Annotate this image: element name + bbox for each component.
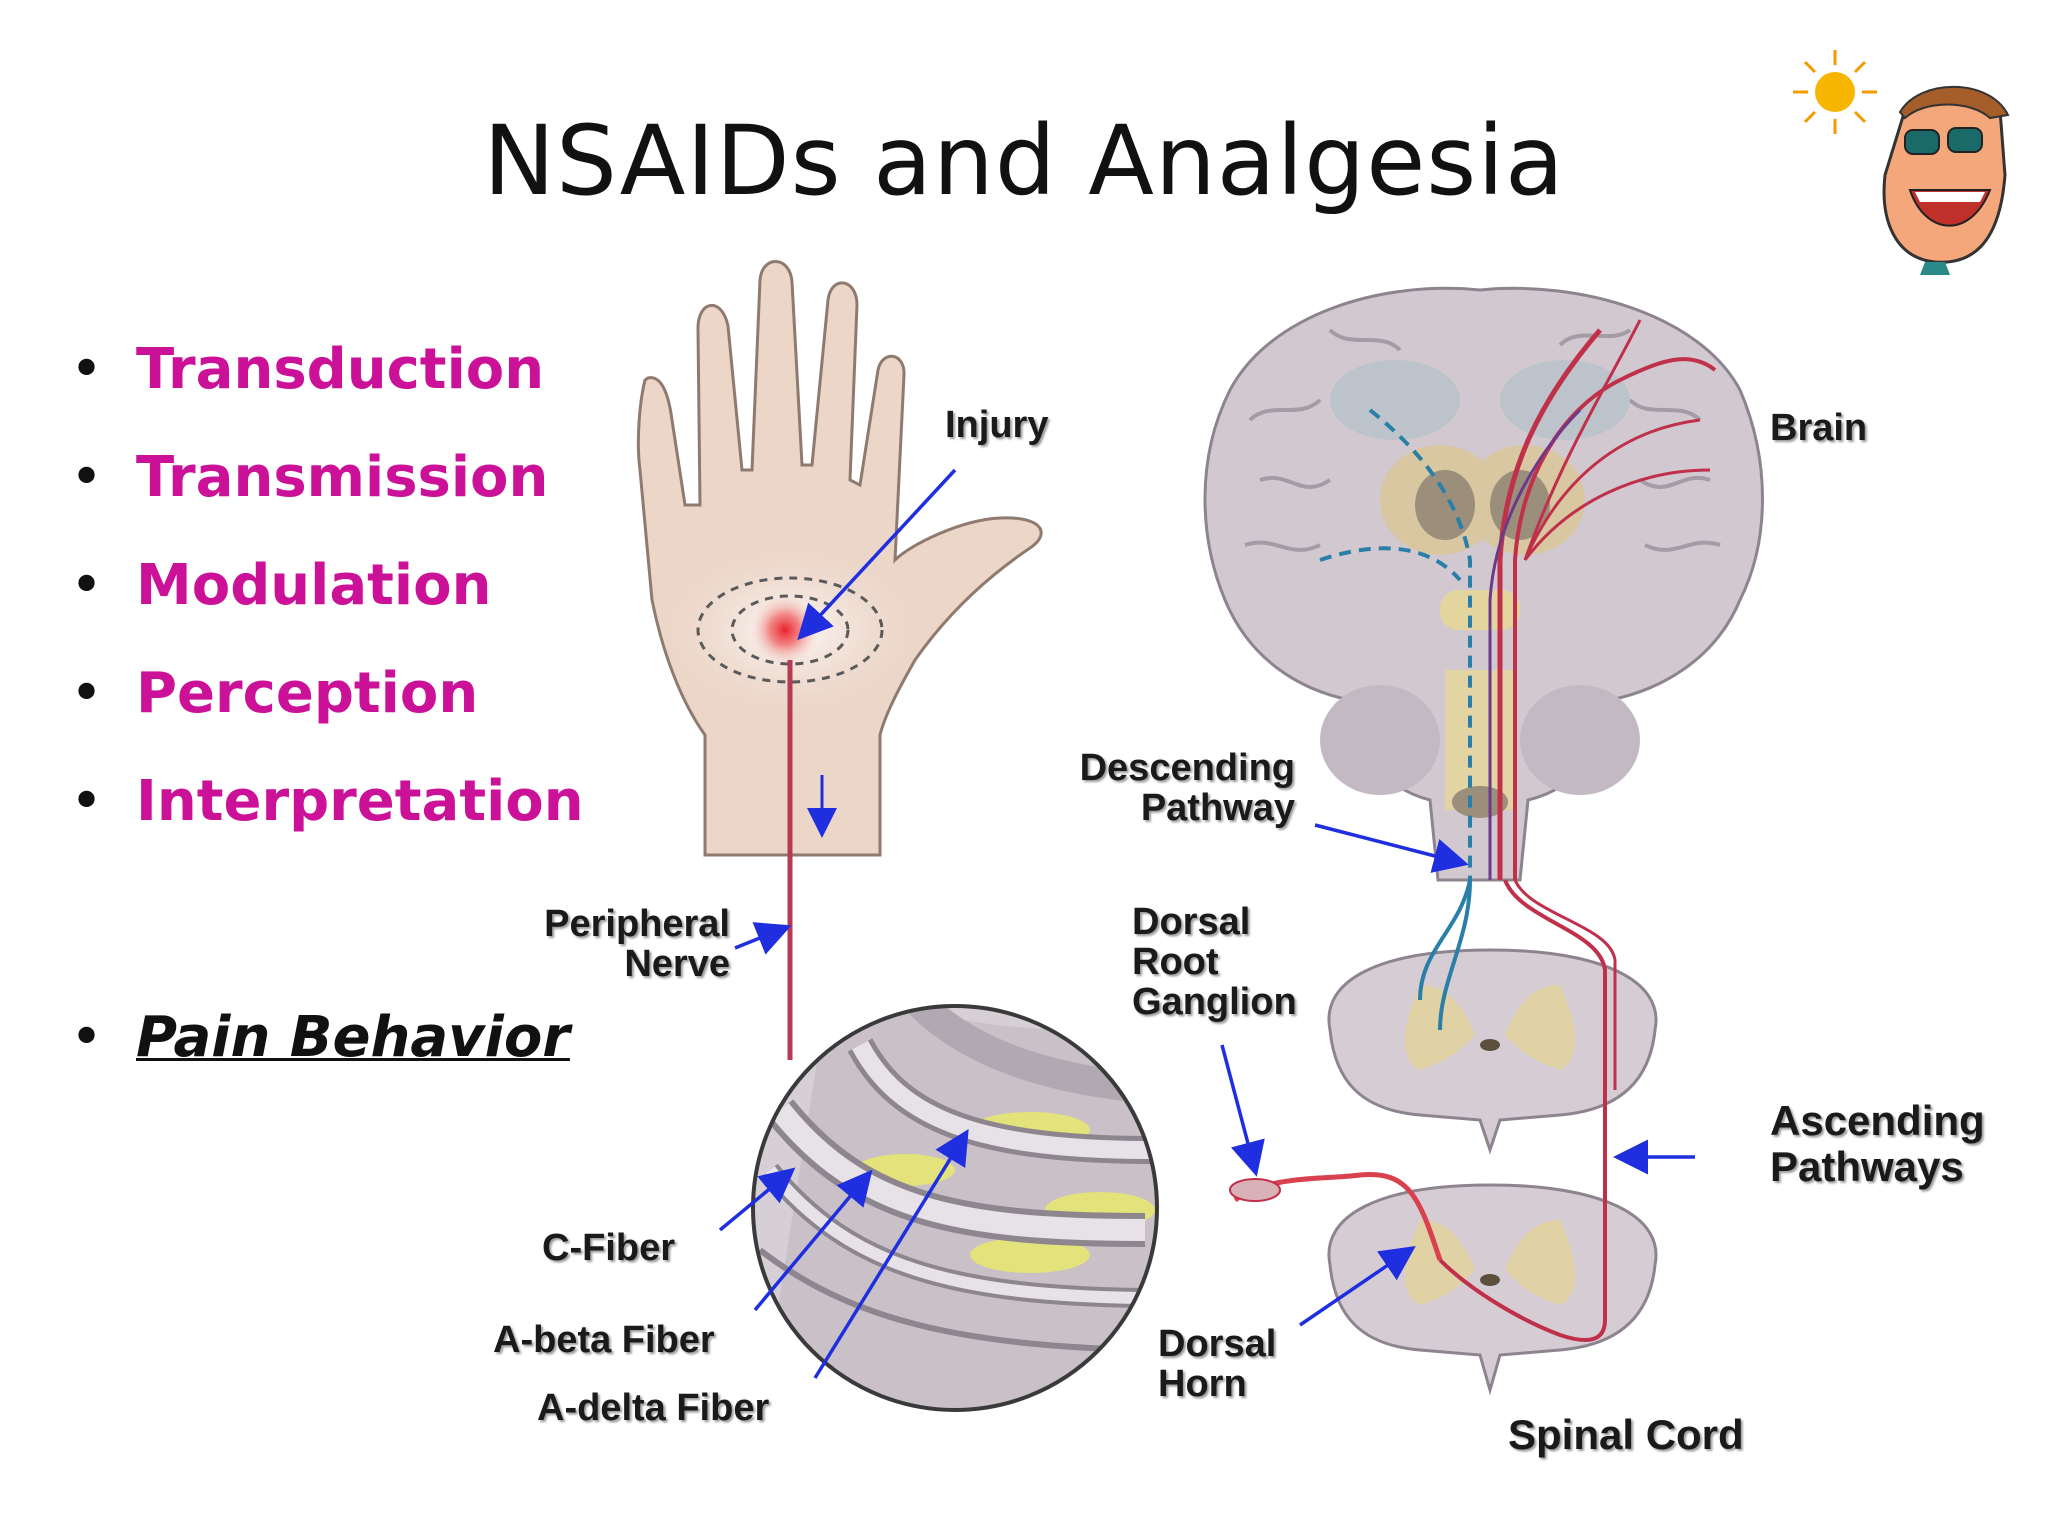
brain-illustration bbox=[1203, 286, 1764, 882]
c-fiber-arrow bbox=[718, 1167, 796, 1232]
label-peripheral-nerve: Peripheral Nerve bbox=[480, 904, 730, 984]
dorsal-horn-arrow bbox=[1299, 1246, 1416, 1327]
label-line: Pathways bbox=[1770, 1143, 1964, 1190]
bullet-item: • Perception bbox=[70, 659, 584, 767]
label-line: Dorsal bbox=[1158, 1323, 1277, 1365]
bullet-label: Transduction bbox=[136, 337, 545, 402]
label-a-delta-fiber: A-delta Fiber bbox=[537, 1387, 770, 1429]
pointer-arrows bbox=[718, 468, 1695, 1379]
label-line: Peripheral bbox=[544, 903, 730, 945]
bullet-item: • Modulation bbox=[70, 551, 584, 659]
label-line: Ganglion bbox=[1132, 981, 1297, 1023]
label-line: Pathway bbox=[1140, 787, 1295, 829]
bullet-item: • Transduction bbox=[70, 335, 584, 443]
label-dorsal-horn: Dorsal Horn bbox=[1158, 1324, 1276, 1404]
label-spinal-cord: Spinal Cord bbox=[1508, 1411, 1744, 1458]
bullet-dot: • bbox=[70, 553, 104, 618]
label-line: Horn bbox=[1158, 1363, 1247, 1405]
label-line: Descending bbox=[1079, 747, 1295, 789]
bullet-label: Modulation bbox=[136, 553, 492, 618]
a-beta-arrow bbox=[753, 1169, 873, 1312]
bullet-label: Perception bbox=[136, 661, 479, 726]
bullet-dot: • bbox=[70, 337, 104, 402]
label-dorsal-root-ganglion: Dorsal Root Ganglion bbox=[1132, 902, 1297, 1022]
label-descending-pathway: Descending Pathway bbox=[1000, 748, 1295, 828]
bullet-label: Transmission bbox=[136, 445, 549, 510]
bullet-dot: • bbox=[70, 445, 104, 510]
drg-arrow bbox=[1220, 1044, 1265, 1177]
pain-behavior-label: Pain Behavior bbox=[136, 1005, 570, 1070]
label-injury: Injury bbox=[945, 404, 1049, 446]
cartoon-face-icon bbox=[1882, 85, 2010, 275]
peripheral-nerve-arrow bbox=[734, 922, 792, 955]
spinal-cord-illustration bbox=[1229, 879, 1658, 1396]
label-a-beta-fiber: A-beta Fiber bbox=[493, 1319, 715, 1361]
pain-behavior-bullet: • Pain Behavior bbox=[70, 1005, 570, 1070]
injury-arrow bbox=[797, 468, 957, 641]
bullet-item: • Interpretation bbox=[70, 767, 584, 875]
descending-pathway-arrow bbox=[1314, 823, 1469, 873]
bullet-label: Interpretation bbox=[136, 769, 584, 834]
hand-illustration bbox=[636, 260, 1043, 1060]
label-line: Nerve bbox=[624, 943, 730, 985]
label-line: Ascending bbox=[1770, 1097, 1985, 1144]
label-c-fiber: C-Fiber bbox=[542, 1227, 675, 1269]
bullet-dot: • bbox=[70, 769, 104, 834]
label-line: Dorsal bbox=[1132, 901, 1251, 943]
bullet-dot: • bbox=[70, 661, 104, 726]
slide-title: NSAIDs and Analgesia bbox=[483, 105, 1565, 217]
a-delta-arrow bbox=[813, 1129, 969, 1379]
bullet-list: •Transduction •Transmission •Modulation … bbox=[70, 335, 584, 875]
label-brain: Brain bbox=[1770, 407, 1868, 449]
sun-icon bbox=[1793, 50, 1877, 134]
nerve-magnification bbox=[751, 1004, 1159, 1412]
label-line: Root bbox=[1132, 941, 1219, 983]
bullet-item: • Transmission bbox=[70, 443, 584, 551]
bullet-dot: • bbox=[70, 1005, 104, 1070]
label-ascending-pathways: Ascending Pathways bbox=[1770, 1098, 1985, 1190]
